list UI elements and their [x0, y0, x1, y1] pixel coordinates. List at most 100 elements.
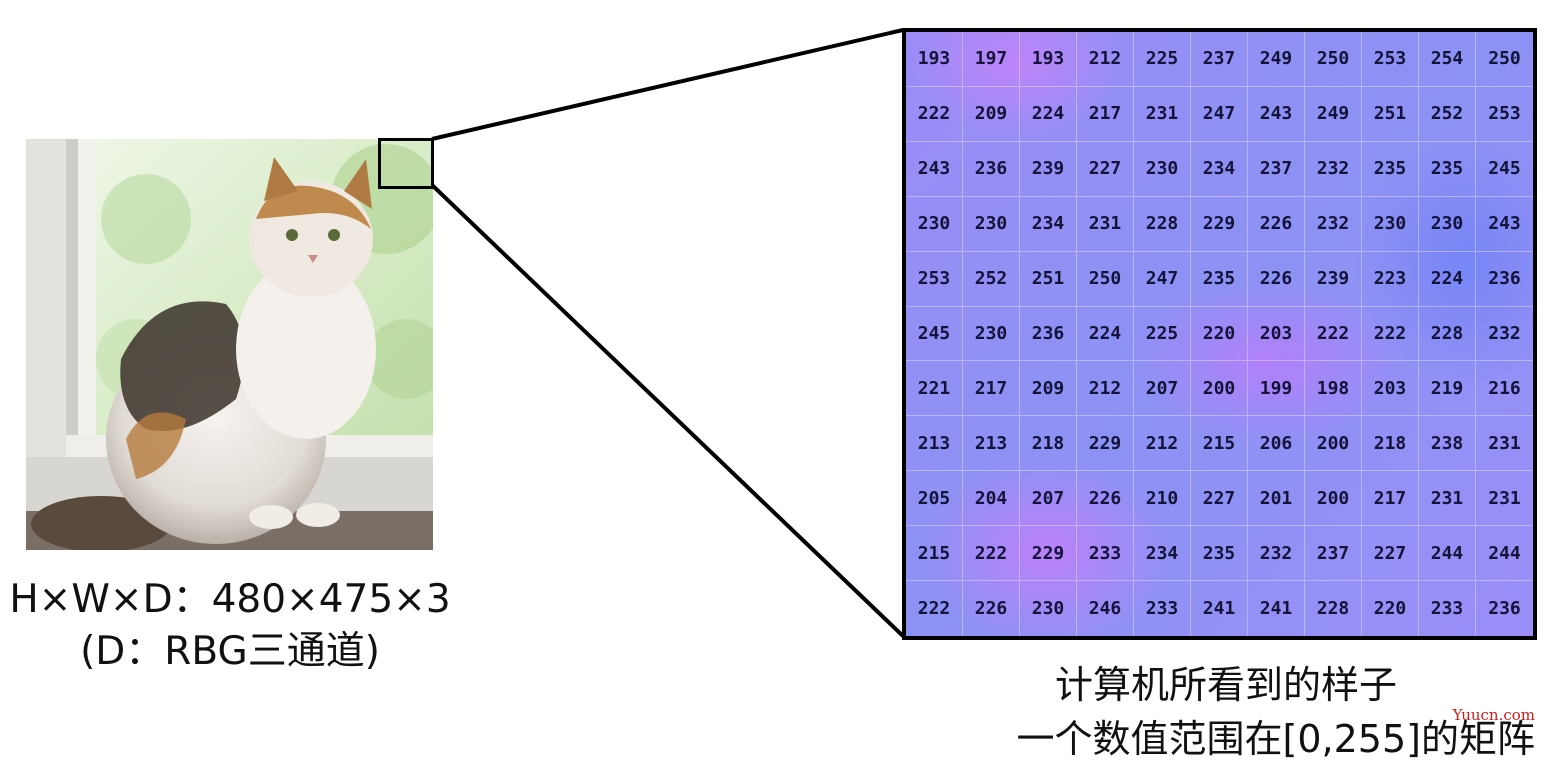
- matrix-cell: 225: [1134, 306, 1191, 362]
- matrix-cell: 222: [906, 86, 963, 142]
- matrix-cell: 234: [1020, 196, 1077, 252]
- zoom-region-box: [378, 138, 434, 189]
- matrix-cell: 249: [1305, 86, 1362, 142]
- matrix-cell: 225: [1134, 32, 1191, 87]
- matrix-cell: 218: [1020, 416, 1077, 472]
- foliage-blob: [366, 319, 433, 399]
- matrix-cell: 226: [963, 581, 1020, 636]
- matrix-cell: 252: [963, 251, 1020, 307]
- matrix-cell: 193: [1020, 32, 1077, 87]
- matrix-cell: 252: [1419, 86, 1476, 142]
- matrix-cell: 220: [1362, 581, 1419, 636]
- matrix-cell: 249: [1248, 32, 1305, 87]
- matrix-cell: 229: [1191, 196, 1248, 252]
- zoom-line-bottom: [430, 183, 905, 638]
- matrix-cell: 236: [963, 141, 1020, 197]
- foliage-blob: [101, 174, 191, 264]
- cat-dark-patch: [120, 301, 244, 431]
- matrix-cell: 235: [1362, 141, 1419, 197]
- matrix-cell: 216: [1476, 361, 1533, 417]
- matrix-cell: 212: [1134, 416, 1191, 472]
- cat-paw-right: [296, 503, 340, 527]
- matrix-cell: 246: [1077, 581, 1134, 636]
- matrix-caption: 计算机所看到的样子 一个数值范围在[0,255]的矩阵: [935, 658, 1547, 766]
- matrix-cell: 197: [963, 32, 1020, 87]
- matrix-cell: 234: [1134, 526, 1191, 582]
- matrix-cell: 250: [1476, 32, 1533, 87]
- matrix-cell: 235: [1419, 141, 1476, 197]
- matrix-cell: 200: [1305, 471, 1362, 527]
- cat-head-orange: [256, 185, 371, 229]
- matrix-cell: 217: [1362, 471, 1419, 527]
- matrix-cell: 236: [1020, 306, 1077, 362]
- matrix-cell: 236: [1488, 598, 1521, 620]
- matrix-cell: 227: [1077, 141, 1134, 197]
- matrix-cell: 222: [906, 581, 963, 636]
- matrix-caption-line1: 计算机所看到的样子: [1054, 663, 1397, 707]
- matrix-cell: 245: [1476, 142, 1533, 197]
- matrix-cell: 253: [1362, 32, 1419, 87]
- matrix-cell: 227: [1191, 471, 1248, 527]
- matrix-cell: 218: [1362, 416, 1419, 472]
- matrix-cell: 213: [963, 416, 1020, 472]
- matrix-cell: 247: [1191, 86, 1248, 142]
- dimensions-text: H×W×D：480×475×3: [9, 577, 451, 622]
- matrix-cell: 230: [963, 196, 1020, 252]
- matrix-cell: 243: [1248, 86, 1305, 142]
- matrix-cell: 222: [963, 526, 1020, 582]
- matrix-cell: 203: [1248, 306, 1305, 362]
- matrix-cell: 199: [1248, 361, 1305, 417]
- matrix-cell: 224: [1020, 86, 1077, 142]
- matrix-cell: 243: [1476, 197, 1533, 252]
- cat-eye-right: [328, 229, 340, 241]
- cat-orange-patch: [126, 412, 186, 479]
- cat-ear-left: [264, 157, 298, 201]
- matrix-cell: 228: [1134, 196, 1191, 252]
- cat-eye-left: [286, 229, 298, 241]
- matrix-cell: 226: [1077, 471, 1134, 527]
- matrix-cell: 209: [963, 86, 1020, 142]
- matrix-cell: 220: [1191, 306, 1248, 362]
- matrix-cell: 223: [1362, 251, 1419, 307]
- matrix-cell: 207: [1134, 361, 1191, 417]
- matrix-cell: 247: [1134, 251, 1191, 307]
- zoom-line-top: [431, 28, 904, 141]
- matrix-cell: 251: [1020, 251, 1077, 307]
- matrix-cell: 215: [906, 526, 963, 582]
- matrix-cell: 206: [1248, 416, 1305, 472]
- matrix-cell: 231: [1476, 471, 1533, 527]
- matrix-cell: 236: [1476, 252, 1533, 307]
- matrix-cell: 233: [1077, 526, 1134, 582]
- matrix-cell: 237: [1248, 141, 1305, 197]
- matrix-cell: 231: [1134, 86, 1191, 142]
- matrix-cell: 201: [1248, 471, 1305, 527]
- matrix-cell: 230: [1020, 581, 1077, 636]
- matrix-cell: 221: [906, 361, 963, 417]
- cat-paw-left: [249, 505, 293, 529]
- image-dimensions-caption: H×W×D：480×475×3 (D：RBG三通道): [0, 574, 460, 678]
- matrix-cell: 235: [1191, 251, 1248, 307]
- matrix-cell: 226: [1248, 196, 1305, 252]
- matrix-cell: 253: [1476, 87, 1533, 142]
- matrix-cell: 213: [906, 416, 963, 472]
- matrix-cell: 203: [1362, 361, 1419, 417]
- matrix-cell: 231: [1077, 196, 1134, 252]
- matrix-cell: 234: [1191, 141, 1248, 197]
- matrix-cell: 230: [1419, 196, 1476, 252]
- matrix-cell: 228: [1419, 306, 1476, 362]
- matrix-cell: 230: [1134, 141, 1191, 197]
- matrix-cell: 231: [1476, 416, 1533, 472]
- matrix-cell: 241: [1191, 581, 1248, 636]
- cat-chest: [236, 259, 376, 439]
- matrix-cell: 237: [1305, 526, 1362, 582]
- matrix-cell: 217: [963, 361, 1020, 417]
- matrix-cell: 244: [1476, 526, 1533, 582]
- matrix-cell: 232: [1476, 307, 1533, 362]
- matrix-cell: 217: [1077, 86, 1134, 142]
- matrix-cell: 254: [1419, 32, 1476, 87]
- cat-photo: [26, 139, 433, 550]
- matrix-cell: 251: [1362, 86, 1419, 142]
- matrix-cell: 209: [1020, 361, 1077, 417]
- matrix-cell: 198: [1305, 361, 1362, 417]
- matrix-cell: 243: [906, 141, 963, 197]
